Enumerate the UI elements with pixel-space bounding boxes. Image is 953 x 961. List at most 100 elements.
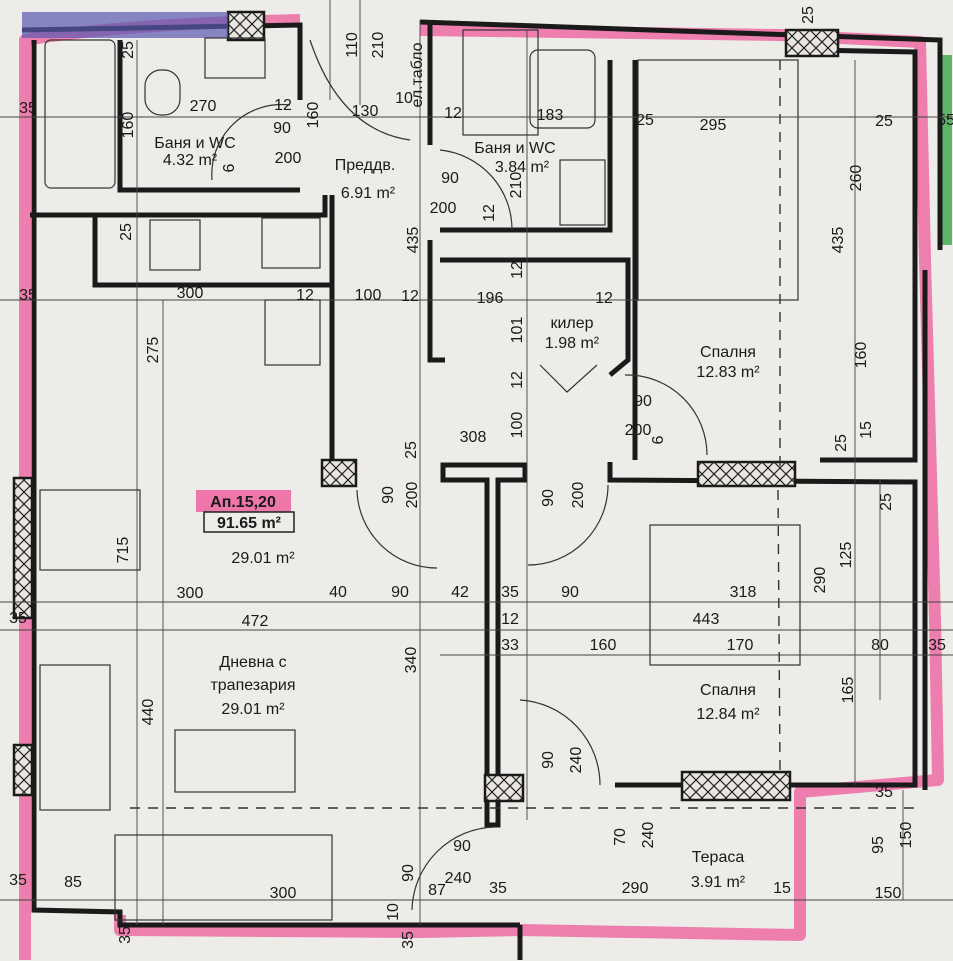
dimension-label: 200 (430, 200, 457, 217)
dimension-label: 100 (509, 412, 526, 439)
dimension-label: 10 (395, 90, 413, 107)
dimension-label: 35 (501, 584, 519, 601)
dimension-label: 35 (9, 872, 27, 889)
dimension-label: 210 (370, 32, 387, 59)
room-area: 3.84 m² (495, 159, 550, 176)
dimension-label: 90 (540, 489, 557, 507)
dimension-label: 12 (444, 105, 462, 122)
dimension-label: 90 (441, 170, 459, 187)
neighbor-wall-highlight (22, 12, 228, 38)
dimension-label: 25 (118, 223, 135, 241)
dimension-label: 25 (800, 6, 817, 24)
dimension-label: 35 (19, 287, 37, 304)
dimension-label: 15 (773, 880, 791, 897)
dimension-label: 90 (634, 393, 652, 410)
dimension-label: 290 (812, 567, 829, 594)
dimension-label: 300 (177, 585, 204, 602)
column (226, 10, 266, 42)
shower (529, 49, 596, 129)
room-name: Баня и WC (474, 140, 555, 157)
dimension-label: 42 (451, 584, 469, 601)
dimension-label: 270 (190, 98, 217, 115)
apartment-total-area: 91.65 m² (217, 515, 281, 532)
room-area: 3.91 m² (691, 874, 746, 891)
room-area: 4.32 m² (163, 152, 218, 169)
column (696, 460, 797, 488)
dimension-label: 12 (296, 287, 314, 304)
dimension-label: 196 (477, 290, 504, 307)
dimension-label: 25 (403, 441, 420, 459)
dimension-label: 160 (853, 342, 870, 369)
dimension-label: 40 (329, 584, 347, 601)
dimension-label: 200 (404, 482, 421, 509)
dimension-label: 70 (612, 828, 629, 846)
dimension-label: 125 (838, 542, 855, 569)
dimension-label: 87 (428, 882, 446, 899)
dimension-label: 12 (509, 371, 526, 389)
dimension-label: 10 (385, 903, 402, 921)
apartment-badge-bg (196, 490, 291, 512)
room-area: 29.01 m² (231, 550, 295, 567)
dimension-label: 35 (19, 100, 37, 117)
dimension-label: 240 (568, 747, 585, 774)
bed (649, 524, 801, 666)
apartment-area-box (203, 511, 295, 533)
dimension-label: 35 (875, 784, 893, 801)
dimension-label: 300 (177, 285, 204, 302)
dimension-label: 160 (120, 112, 137, 139)
room-name: Дневна с (219, 654, 286, 671)
toilet (462, 29, 539, 136)
apartment-label: Ап.15,20 (210, 494, 276, 511)
dimension-label: 110 (344, 32, 361, 58)
coffee-table (174, 729, 296, 793)
room-name: Баня и WC (154, 135, 235, 152)
dimension-label: 35 (489, 880, 507, 897)
sink (559, 159, 606, 226)
column (784, 28, 840, 58)
stove (264, 299, 321, 366)
dimension-label: 55 (937, 112, 953, 129)
dimension-label: 183 (537, 107, 564, 124)
dimension-label: 90 (540, 751, 557, 769)
room-name: Спалня (700, 344, 756, 361)
dimension-label: 90 (380, 486, 397, 504)
sink (204, 37, 266, 79)
toilet (144, 69, 181, 116)
dimension-label: 435 (405, 227, 422, 254)
sofa (114, 834, 333, 921)
column (320, 458, 358, 488)
dining-table (39, 489, 141, 571)
dimension-label: 150 (898, 822, 915, 849)
dimension-label: 472 (242, 613, 269, 630)
dimension-label: 35 (117, 926, 134, 944)
dimension-label: 435 (830, 227, 847, 254)
dimension-label: 130 (352, 103, 379, 120)
dimension-label: 200 (275, 150, 302, 167)
electrical-panel-label: ел.табло (409, 42, 426, 107)
doors (130, 39, 920, 911)
dimension-label: 240 (640, 822, 657, 849)
room-area: 29.01 m² (221, 701, 285, 718)
dimension-label: 35 (928, 637, 946, 654)
dimension-label: 440 (140, 699, 157, 726)
dimension-label: 715 (115, 537, 132, 564)
room-area: 12.83 m² (696, 364, 760, 381)
room-name: килер (550, 315, 593, 332)
dimension-label: 12 (501, 611, 519, 628)
room-labels: Баня и WC 4.32 m² Преддв. 6.91 m² Баня и… (154, 42, 760, 891)
dimension-label: 210 (508, 172, 525, 199)
dimension-label: 25 (636, 112, 654, 129)
room-area: 1.98 m² (545, 335, 600, 352)
dimension-label: 25 (875, 113, 893, 130)
dimension-label: 12 (401, 288, 419, 305)
room-name: трапезария (210, 677, 295, 694)
dimension-label: 90 (273, 120, 291, 137)
dimension-label: 35 (400, 931, 417, 949)
dimension-label: 6 (221, 163, 238, 172)
dimension-label: 443 (693, 611, 720, 628)
dimension-label: 160 (305, 102, 322, 129)
dimension-label: 150 (875, 885, 902, 902)
wardrobe (637, 59, 799, 301)
dimension-label: 12 (509, 261, 526, 279)
